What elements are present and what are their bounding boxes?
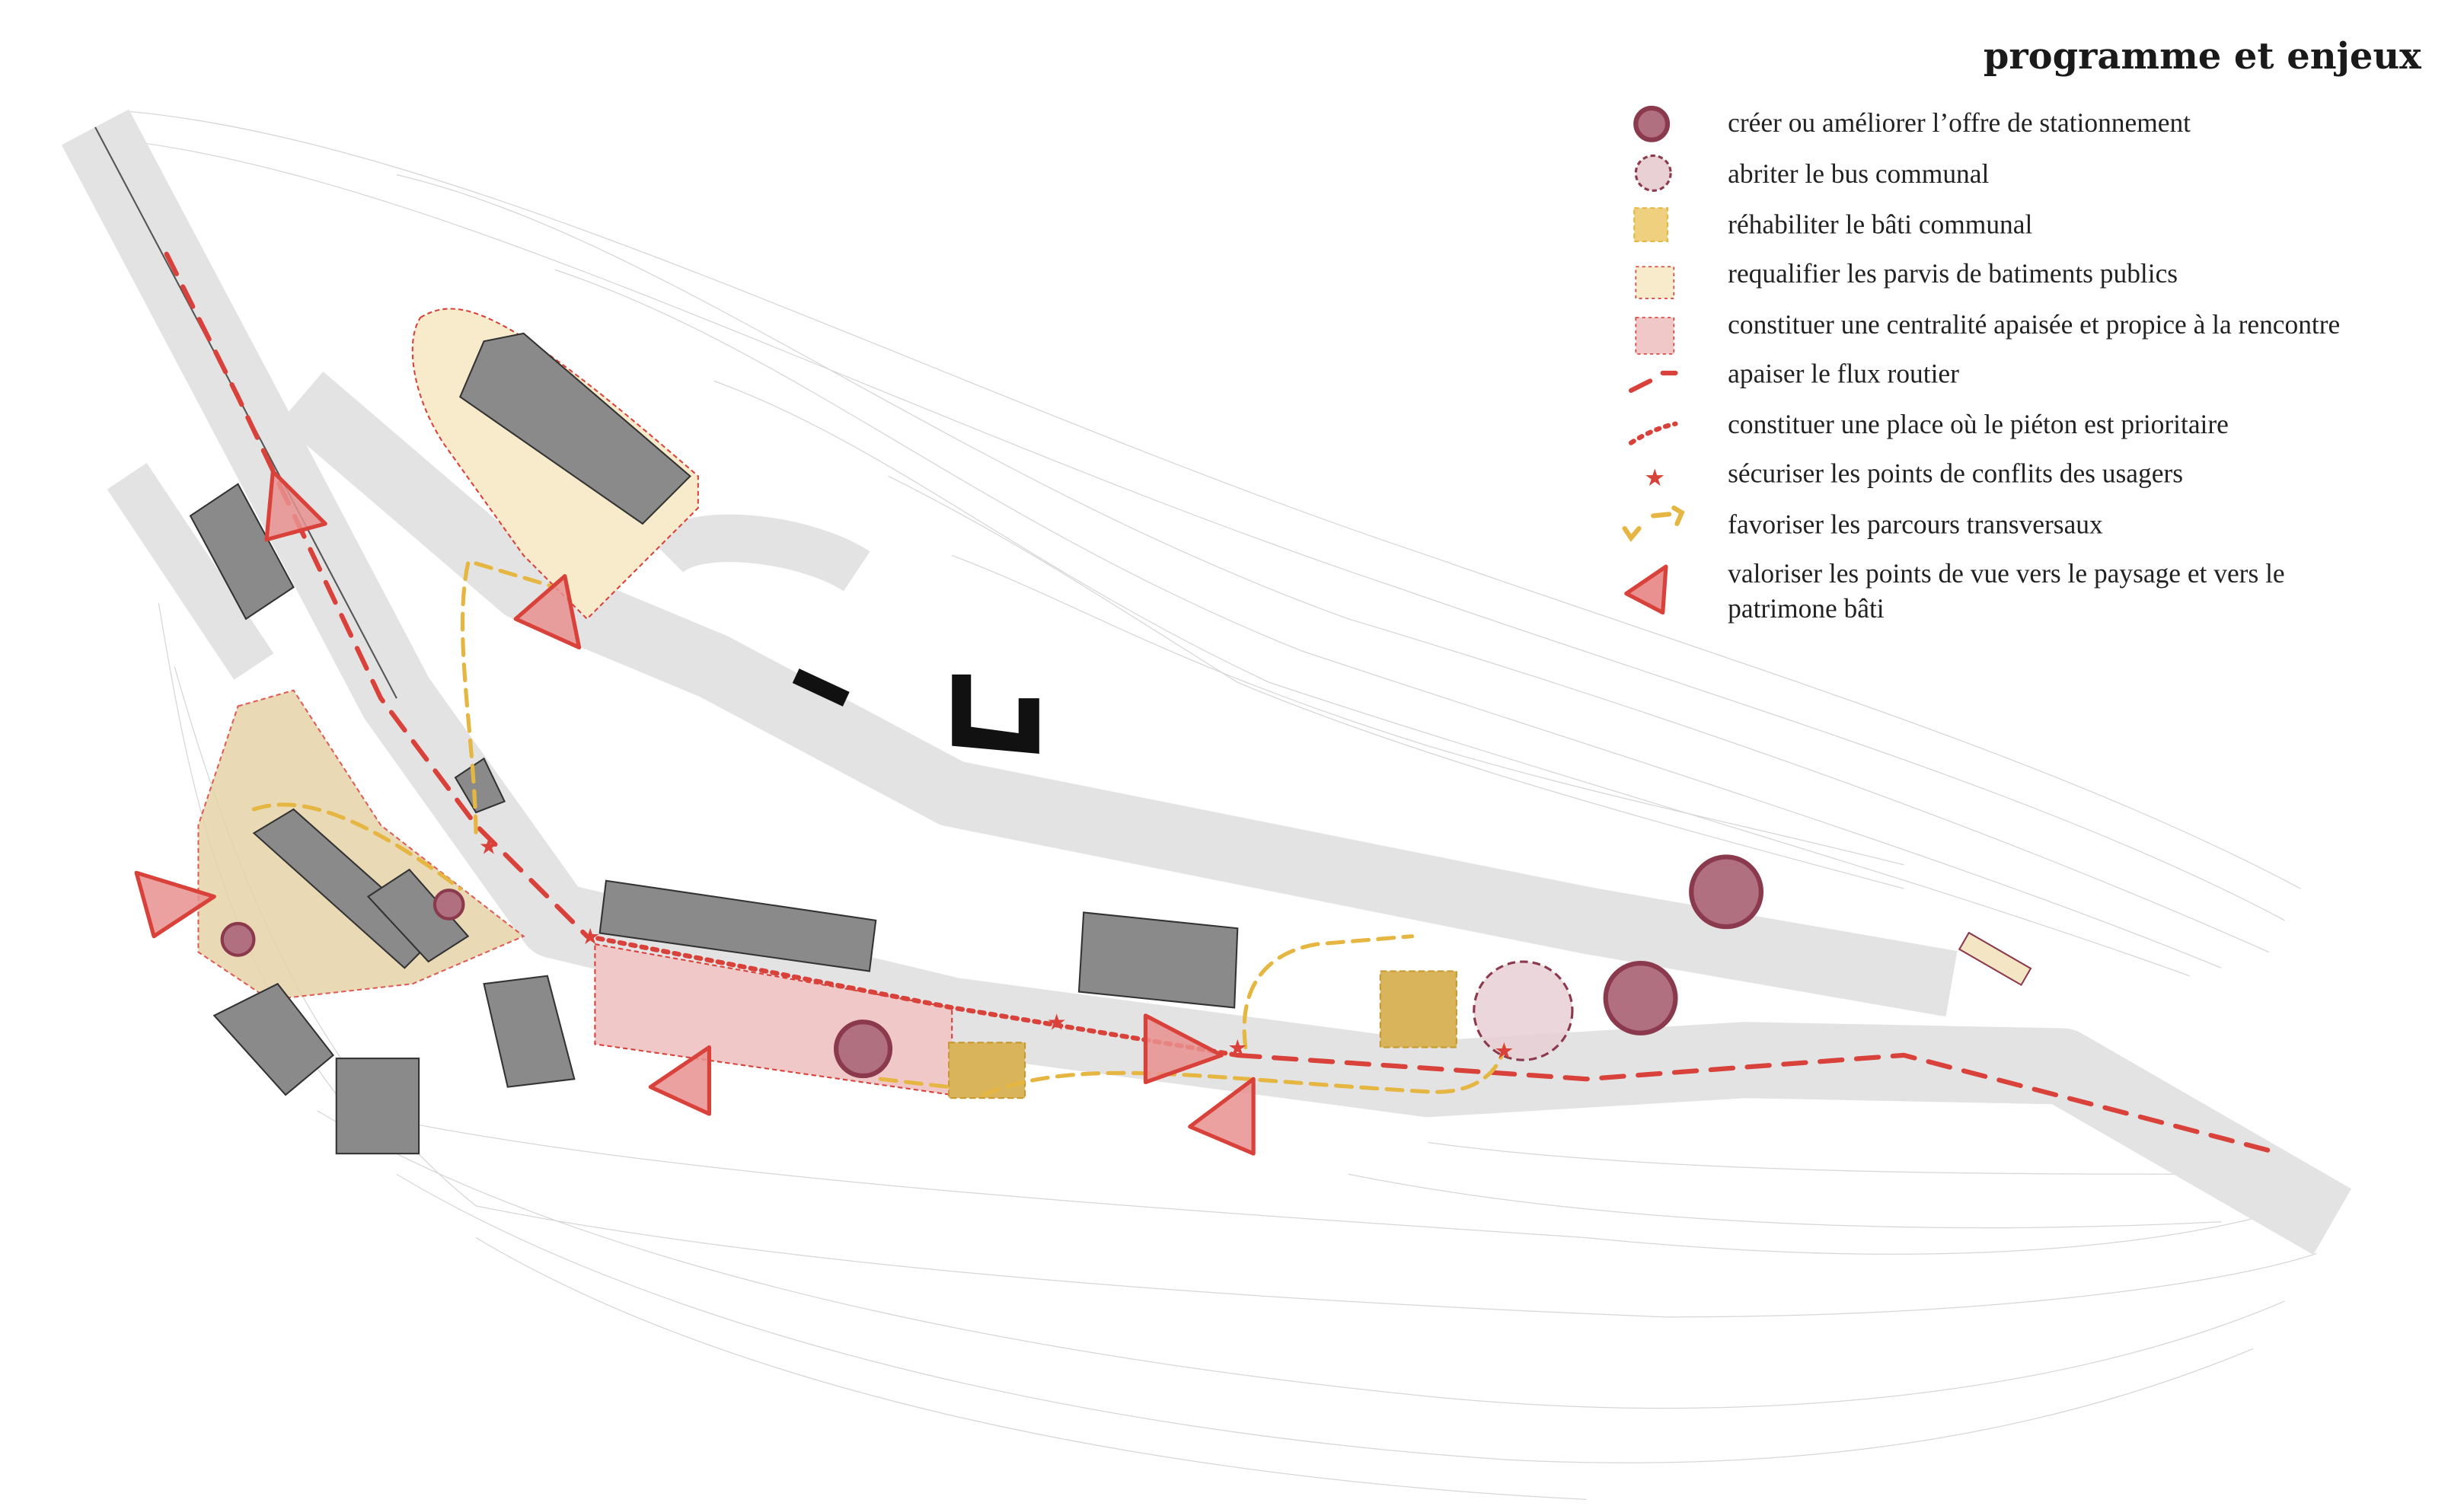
svg-text:★: ★ xyxy=(1227,1035,1247,1061)
pink-square-dashed-icon xyxy=(1635,317,1675,355)
view-triangle-icon xyxy=(1624,564,1668,615)
legend-label: apaiser le flux routier xyxy=(1728,358,1959,388)
buildings xyxy=(189,332,2032,1155)
yellow-square-icon xyxy=(1633,207,1669,243)
legend-label: réhabiliter le bâti communal xyxy=(1728,209,2032,240)
legend-label: sécuriser les points de conflits des usa… xyxy=(1728,458,2183,489)
view-point-markers xyxy=(134,469,1256,1156)
transversal-paths xyxy=(251,561,1506,1097)
parking-markers xyxy=(220,854,1764,1079)
legend-label: constituer une centralité apaisée et pro… xyxy=(1728,309,2340,340)
parking-circle-icon xyxy=(1633,105,1671,142)
legend-label: requalifier les parvis de batiments publ… xyxy=(1728,258,2178,289)
red-dashed-line-icon xyxy=(1628,370,1678,393)
legend-label: favoriser les parcours transversaux xyxy=(1728,509,2103,539)
svg-text:★: ★ xyxy=(1494,1038,1514,1064)
contour-lines xyxy=(126,110,2317,1501)
svg-text:★: ★ xyxy=(580,924,600,949)
legend-label: patrimone bâti xyxy=(1728,593,1885,624)
bus-shelter-circle xyxy=(1473,960,1574,1061)
svg-text:★: ★ xyxy=(479,833,499,859)
legend-title: programme et enjeux xyxy=(1984,35,2421,78)
rehab-building-center xyxy=(948,1042,1026,1099)
bus-circle-dashed-icon xyxy=(1634,154,1672,192)
route-pedestrian-priority xyxy=(584,933,1240,1058)
legend-label: valoriser les points de vue vers le pays… xyxy=(1728,558,2284,589)
route-traffic-calming-east xyxy=(1235,1052,2271,1153)
legend-label: créer ou améliorer l’offre de stationnem… xyxy=(1728,107,2191,138)
red-dotted-line-icon xyxy=(1628,421,1678,445)
yellow-dashed-arrows-icon xyxy=(1622,505,1685,542)
svg-text:★: ★ xyxy=(1047,1010,1067,1035)
route-traffic-calming-north xyxy=(164,251,590,939)
red-star-icon: ★ xyxy=(1644,464,1665,492)
cream-square-dashed-icon xyxy=(1635,266,1675,299)
conflict-points: ★ ★ ★ ★ ★ xyxy=(479,833,1514,1064)
legend: programme et enjeux créer ou améliorer l… xyxy=(1622,35,2421,624)
legend-label: constituer une place où le piéton est pr… xyxy=(1728,409,2229,439)
legend-label: abriter le bus communal xyxy=(1728,158,1989,189)
rehab-building-east xyxy=(1379,970,1457,1048)
